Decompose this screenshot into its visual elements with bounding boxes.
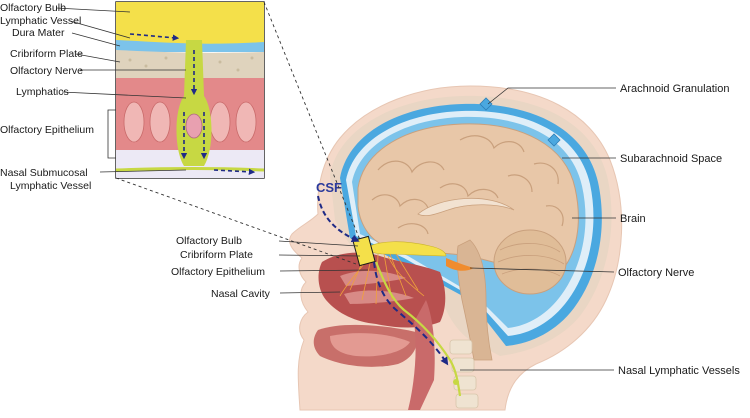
inset-label-lymphatic-vessel-2: Lymphatic Vessel — [10, 180, 91, 192]
label-nasal-cavity: Nasal Cavity — [211, 288, 271, 300]
head-illustration: CSF — [290, 86, 622, 410]
label-subarachnoid-space: Subarachnoid Space — [620, 153, 722, 165]
inset-label-dura-mater: Dura Mater — [12, 27, 65, 39]
inset-magnification — [116, 2, 264, 178]
inset-label-lymphatics: Lymphatics — [16, 86, 69, 98]
inset-label-olfactory-bulb: Olfactory Bulb — [0, 2, 66, 14]
inset-submucosal-lymphatic — [116, 169, 264, 171]
lymph-node — [453, 379, 459, 385]
label-olfactory-bulb: Olfactory Bulb — [176, 235, 242, 247]
inset-neuron — [186, 114, 202, 138]
label-cribriform-plate: Cribriform Plate — [180, 249, 253, 261]
label-brain: Brain — [620, 213, 646, 225]
csf-label: CSF — [316, 180, 342, 195]
label-olfactory-epithelium: Olfactory Epithelium — [171, 266, 265, 278]
inset-label-nasal-submucosal: Nasal Submucosal — [0, 167, 88, 179]
zoom-line-top — [264, 2, 360, 240]
label-olfactory-nerve: Olfactory Nerve — [618, 267, 694, 279]
cerebellum — [494, 230, 566, 294]
inset-label-olfactory-epithelium: Olfactory Epithelium — [0, 124, 94, 136]
inset-label-olfactory-nerve: Olfactory Nerve — [10, 65, 83, 77]
label-arachnoid-granulation: Arachnoid Granulation — [620, 83, 729, 95]
inset-label-lymphatic-vessel: Lymphatic Vessel — [0, 15, 81, 27]
label-nasal-lymphatic-vessels: Nasal Lymphatic Vessels — [618, 365, 740, 377]
inset-label-cribriform-plate: Cribriform Plate — [10, 48, 83, 60]
